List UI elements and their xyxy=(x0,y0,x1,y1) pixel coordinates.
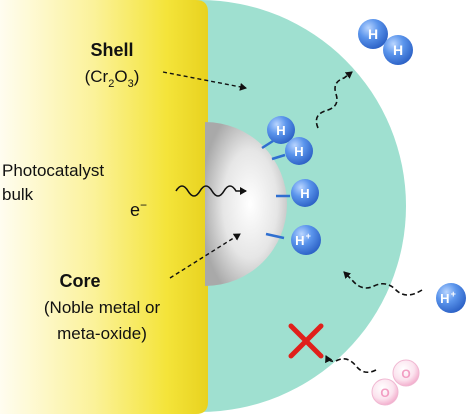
oxygen-atom xyxy=(392,359,420,387)
hydrogen-atom xyxy=(267,116,295,144)
bulk-label-line2: bulk xyxy=(2,185,34,204)
shell-title: Shell xyxy=(90,40,133,60)
hydrogen-atom xyxy=(285,137,313,165)
oxygen-atom xyxy=(371,378,399,406)
oxygen-label: O xyxy=(380,386,389,400)
hydrogen-atom xyxy=(291,179,319,207)
bond-line xyxy=(265,232,285,240)
proton-atom xyxy=(291,225,321,255)
proton-label: H+ xyxy=(440,289,456,306)
hydrogen-atom xyxy=(383,35,413,65)
hydrogen-atom xyxy=(358,19,388,49)
core-label-line1: (Noble metal or xyxy=(44,298,161,317)
hydrogen-label: H xyxy=(300,186,309,201)
bond-line xyxy=(271,153,286,161)
proton-atom xyxy=(436,283,466,313)
wavy-arrow-icon xyxy=(175,185,247,197)
core-region xyxy=(205,122,287,286)
hydrogen-label: H xyxy=(276,123,285,138)
hydrogen-label: H xyxy=(393,42,403,58)
adsorbed-hydrogen-pair: H H xyxy=(267,116,313,165)
shell-formula: (Cr2O3) xyxy=(85,67,140,90)
proton-label: H+ xyxy=(295,231,311,248)
oxygen-label: O xyxy=(401,367,410,381)
hydrogen-label: H xyxy=(368,26,378,42)
oxygen-approach-arrow xyxy=(325,355,377,374)
hydrogen-label: H xyxy=(294,144,303,159)
oxygen-molecule: O O xyxy=(371,359,420,406)
cross-icon xyxy=(288,323,324,359)
adsorbed-proton: H+ xyxy=(291,225,321,255)
electron-label: e− xyxy=(130,198,147,220)
h2-release-arrow xyxy=(315,71,353,129)
adsorbed-hydrogen: H xyxy=(291,179,319,207)
incoming-proton: H+ xyxy=(436,283,466,313)
proton-entry-arrow xyxy=(343,271,423,296)
shell-pointer-arrow xyxy=(162,71,247,91)
bulk-label-line1: Photocatalyst xyxy=(2,161,104,180)
bond-line xyxy=(261,139,274,150)
photocatalyst-bulk xyxy=(0,0,208,414)
core-title: Core xyxy=(59,271,100,291)
hydrogen-molecule: H H xyxy=(358,19,413,65)
core-label-line2: meta-oxide) xyxy=(57,324,147,343)
